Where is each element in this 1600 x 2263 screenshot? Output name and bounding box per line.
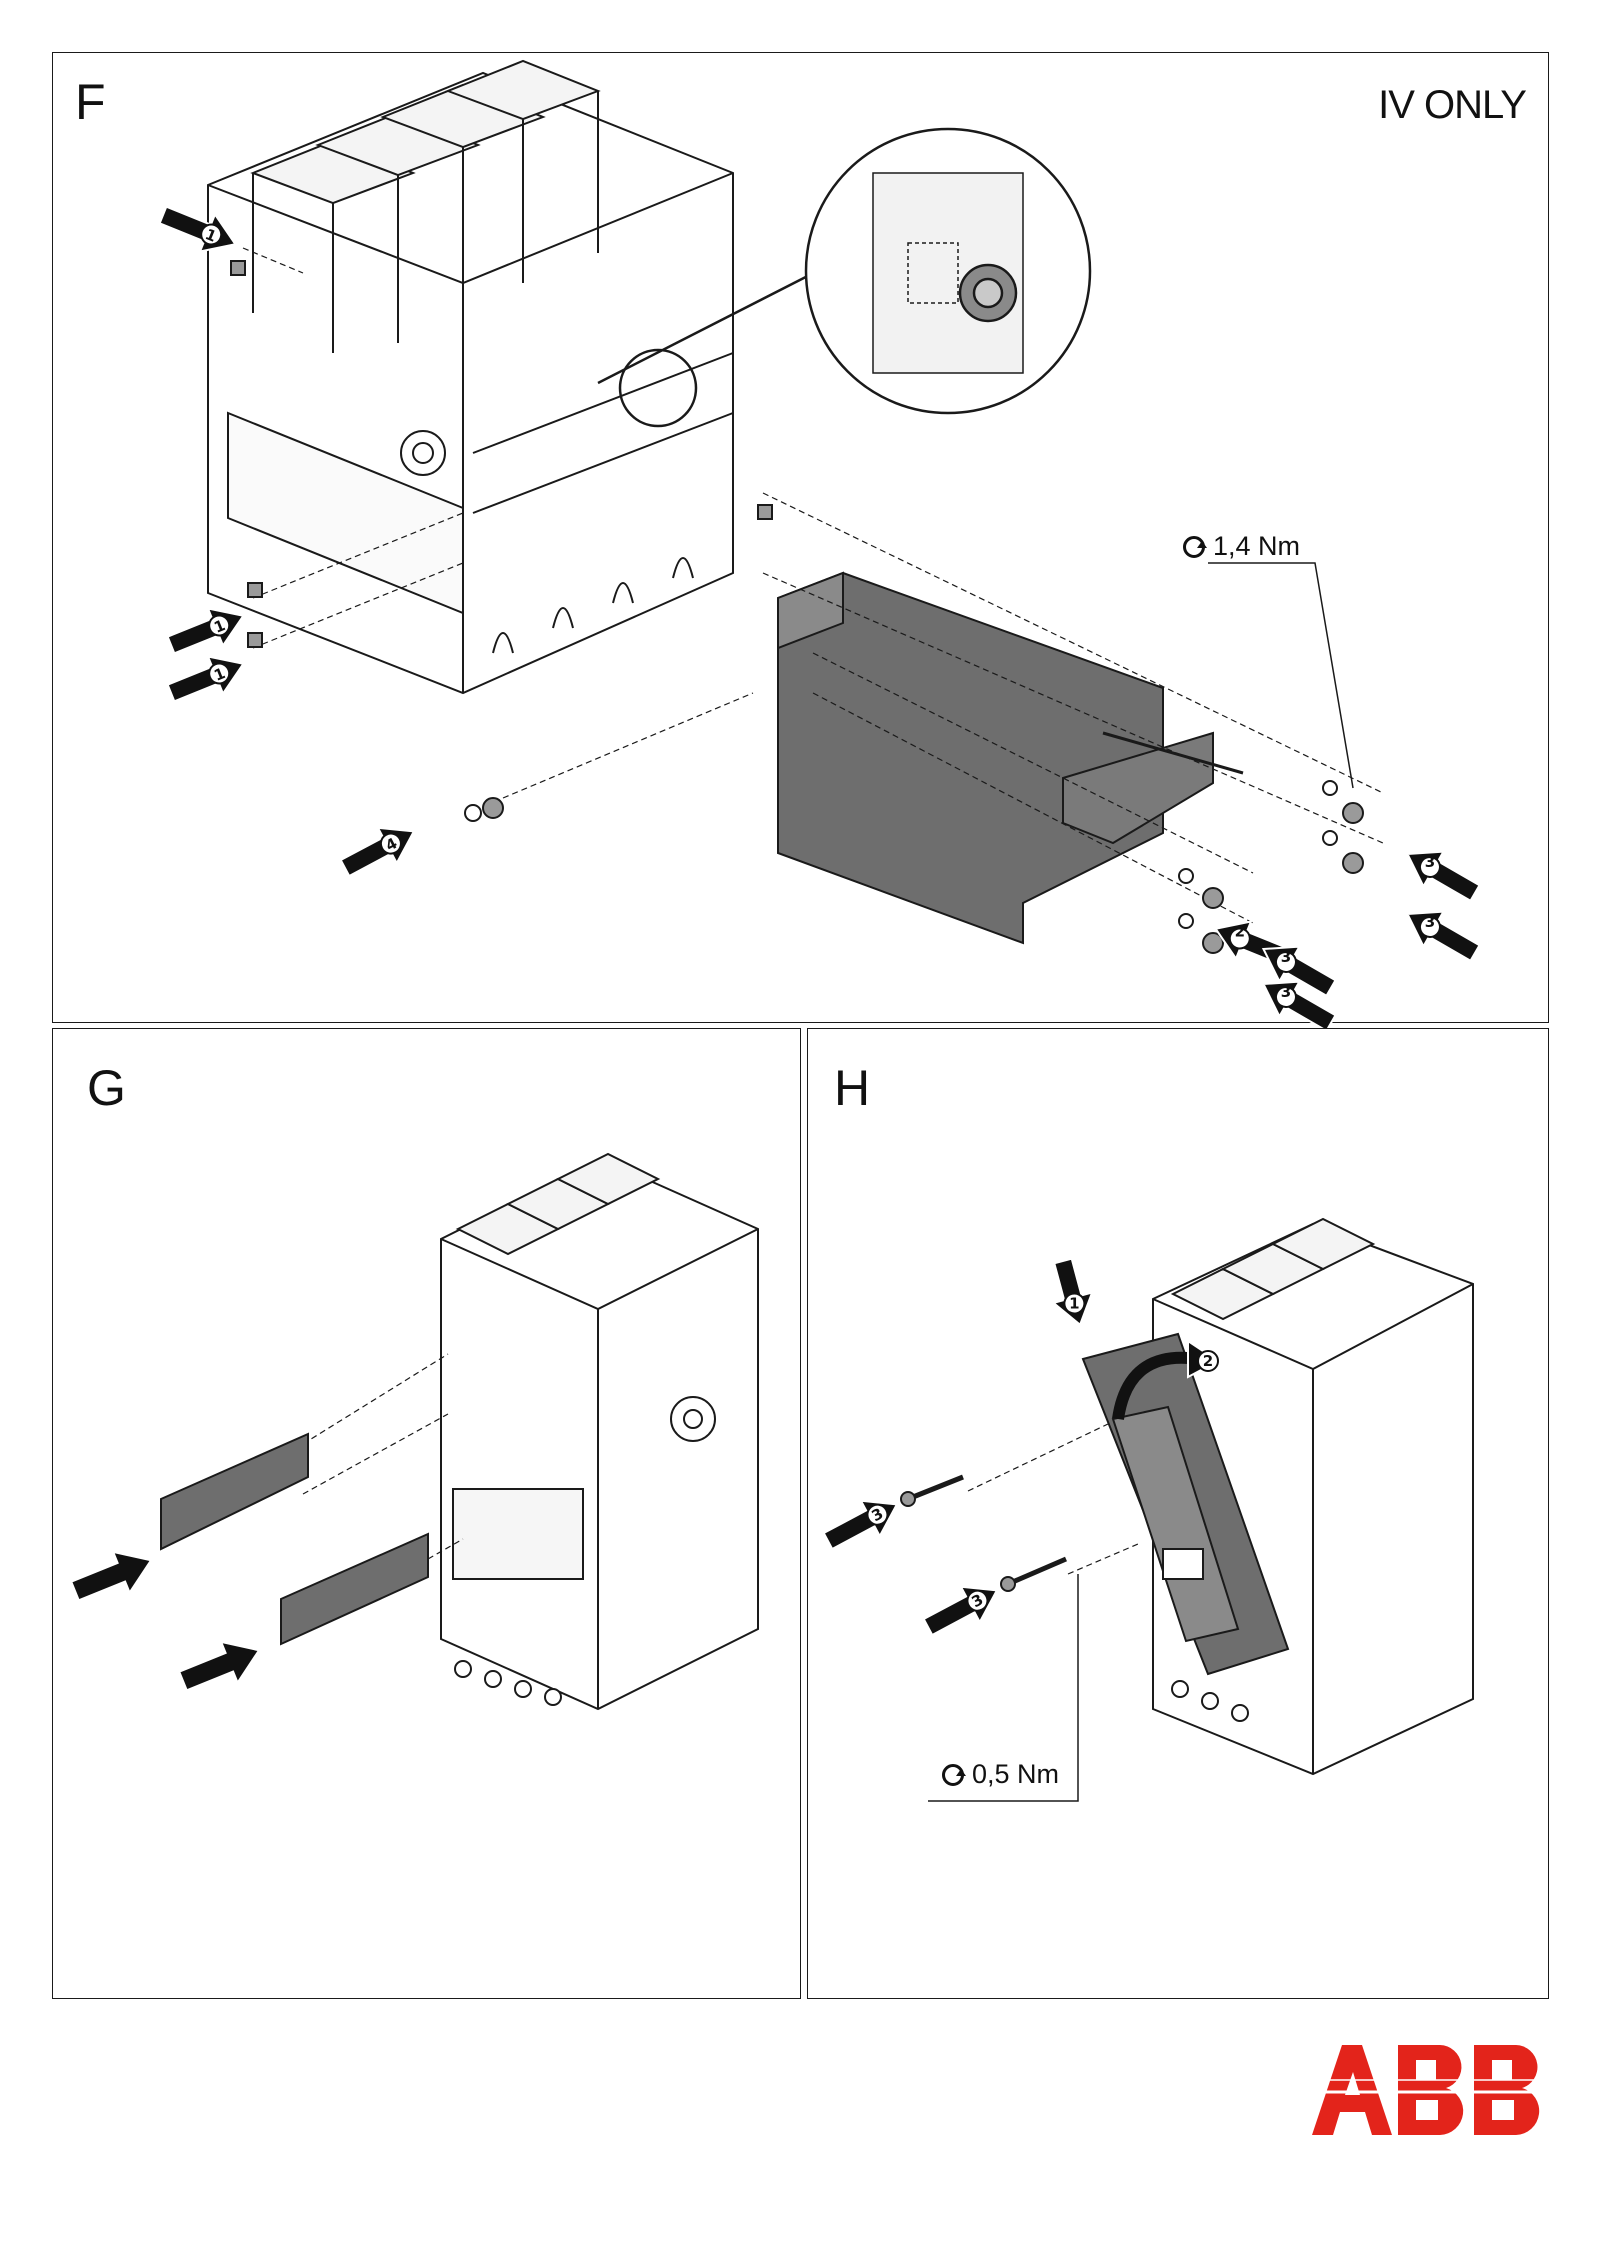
torque-leader-f xyxy=(1208,562,1354,789)
washer xyxy=(464,804,482,822)
square-nut xyxy=(247,582,263,598)
square-nut xyxy=(247,632,263,648)
breaker-body-g xyxy=(440,1152,759,1711)
washer xyxy=(1322,830,1338,846)
torque-label-f: 1,4 Nm xyxy=(1183,531,1300,562)
svg-text:3: 3 xyxy=(1281,948,1291,966)
panel-f-note: IV ONLY xyxy=(1378,83,1527,127)
torque-value-f: 1,4 Nm xyxy=(1213,531,1301,561)
arrow-icon xyxy=(69,1550,153,1602)
assembly-lines-g xyxy=(302,1353,464,1560)
square-nut xyxy=(757,504,773,520)
panel-f-illustration: 1 1 1 2 3 xyxy=(158,59,1481,1033)
arrow-icon: 1 xyxy=(166,655,245,703)
arrow-icon: 3 xyxy=(922,1585,999,1637)
assembly-lines-f xyxy=(242,247,1384,924)
arrow-icon: 1 xyxy=(166,607,245,655)
end-covers-g xyxy=(160,1432,429,1646)
abb-logo-stripes xyxy=(1310,2079,1550,2094)
washer xyxy=(1178,868,1194,884)
end-cover-lower xyxy=(280,1532,429,1646)
screw-head xyxy=(482,797,504,819)
panel-h-illustration: 1 2 3 3 xyxy=(822,1217,1474,1802)
panel-g-letter: G xyxy=(87,1060,126,1116)
end-cover-upper xyxy=(160,1432,309,1551)
washer xyxy=(1322,780,1338,796)
arrow-icon: 1 xyxy=(158,205,237,253)
long-screws-h xyxy=(900,1474,1067,1592)
arrows-g xyxy=(69,1550,261,1692)
svg-text:2: 2 xyxy=(1235,923,1245,941)
assembly-lines-h xyxy=(967,1423,1139,1575)
screw-head xyxy=(1202,932,1224,954)
svg-text:1: 1 xyxy=(1069,1295,1079,1313)
panel-f: F IV ONLY xyxy=(52,52,1549,1033)
step-arrows-f: 1 1 1 2 3 xyxy=(158,205,1481,1033)
arrow-icon: 4 xyxy=(339,826,416,878)
torque-label-h: 0,5 Nm xyxy=(942,1759,1059,1790)
svg-text:2: 2 xyxy=(1203,1352,1213,1370)
arrow-icon: 3 xyxy=(1405,910,1481,963)
panel-h: H xyxy=(807,1028,1549,1999)
panel-g-illustration xyxy=(69,1152,759,1711)
panel-h-letter: H xyxy=(834,1060,871,1116)
torque-leader-h xyxy=(928,1574,1079,1802)
detail-magnifier xyxy=(597,127,1092,428)
screw-head xyxy=(1202,887,1224,909)
arrow-icon: 1 xyxy=(1051,1257,1094,1327)
svg-text:3: 3 xyxy=(1425,913,1435,931)
breaker-body-f xyxy=(207,59,734,695)
svg-text:3: 3 xyxy=(1425,853,1435,871)
screw-head xyxy=(1000,1576,1016,1592)
washer xyxy=(1178,913,1194,929)
hardware-f xyxy=(230,260,1364,954)
panel-f-letter: F xyxy=(75,74,106,130)
screw-head xyxy=(1342,852,1364,874)
abb-logo xyxy=(1310,2045,1550,2135)
screw-head xyxy=(900,1491,916,1507)
svg-text:3: 3 xyxy=(1281,983,1291,1001)
square-nut xyxy=(230,260,246,276)
screw-head xyxy=(1342,802,1364,824)
torque-icon xyxy=(942,1763,966,1786)
torque-value-h: 0,5 Nm xyxy=(972,1759,1060,1789)
arrow-icon xyxy=(177,1640,261,1692)
torque-icon xyxy=(1183,535,1207,558)
arrow-icon: 3 xyxy=(1261,980,1337,1033)
front-cover-h xyxy=(1081,1332,1290,1676)
arrow-icon: 3 xyxy=(1405,850,1481,903)
rear-plate-f xyxy=(777,571,1244,945)
arrow-icon: 3 xyxy=(822,1499,899,1551)
arrow-icon: 3 xyxy=(1261,945,1337,998)
step-arrows-h: 1 2 3 3 xyxy=(822,1257,1220,1637)
panel-g: G xyxy=(52,1028,801,1999)
abb-logo-letters xyxy=(1312,2045,1540,2135)
curved-arrow-icon: 2 xyxy=(1112,1339,1220,1420)
